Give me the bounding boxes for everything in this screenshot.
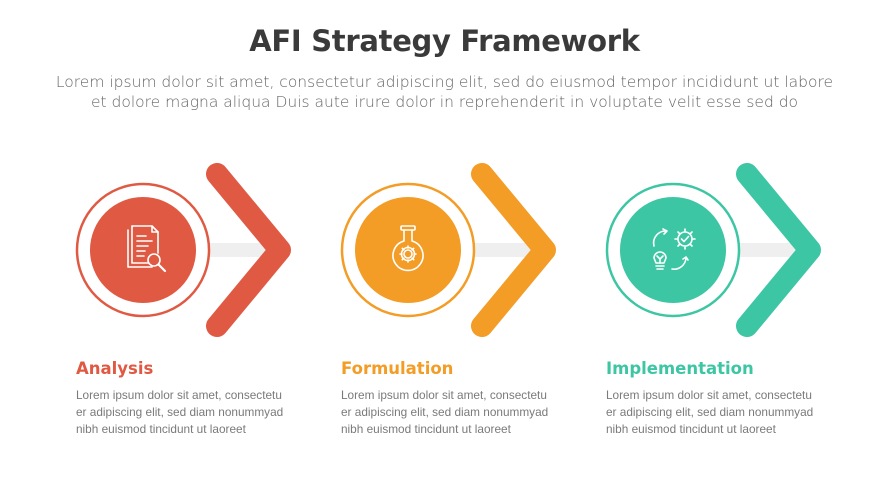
subtitle-line-1: Lorem ipsum dolor sit amet, consectetur …: [55, 73, 834, 91]
step-title-formulation: Formulation: [341, 359, 454, 378]
connector-bar: [455, 243, 550, 257]
step-description-formulation: Lorem ipsum dolor sit amet, consectetu e…: [341, 387, 561, 438]
chevron-right-icon: [736, 163, 821, 337]
desc-line: Lorem ipsum dolor sit amet, consectetu: [606, 388, 812, 402]
step-graphic-formulation: [340, 163, 556, 337]
desc-line: nibh euismod tincidunt ut laoreet: [341, 422, 511, 436]
idea-gear-cycle-icon: [652, 228, 696, 270]
chevron-right-icon: [471, 163, 556, 337]
step-title-implementation: Implementation: [606, 359, 754, 378]
desc-line: er adipiscing elit, sed diam nonummyad: [341, 405, 549, 419]
desc-line: Lorem ipsum dolor sit amet, consectetu: [341, 388, 547, 402]
page-title: AFI Strategy Framework: [249, 24, 640, 58]
step-graphic-implementation: [605, 163, 821, 337]
step-graphic-analysis: [75, 163, 291, 337]
desc-line: er adipiscing elit, sed diam nonummyad: [76, 405, 284, 419]
document-search-icon: [127, 225, 167, 273]
desc-line: nibh euismod tincidunt ut laoreet: [76, 422, 246, 436]
desc-line: er adipiscing elit, sed diam nonummyad: [606, 405, 814, 419]
subtitle-line-2: et dolore magna aliqua Duis aute irure d…: [90, 93, 799, 111]
step-description-analysis: Lorem ipsum dolor sit amet, consectetu e…: [76, 387, 296, 438]
connector-bar: [190, 243, 285, 257]
desc-line: Lorem ipsum dolor sit amet, consectetu: [76, 388, 282, 402]
connector-bar: [720, 243, 815, 257]
page-subtitle: Lorem ipsum dolor sit amet, consectetur …: [30, 72, 859, 112]
step-description-implementation: Lorem ipsum dolor sit amet, consectetu e…: [606, 387, 826, 438]
desc-line: nibh euismod tincidunt ut laoreet: [606, 422, 776, 436]
chevron-right-icon: [206, 163, 291, 337]
step-title-analysis: Analysis: [76, 359, 154, 378]
inner-circle: [620, 197, 726, 303]
inner-circle: [90, 197, 196, 303]
flask-gear-icon: [392, 225, 424, 272]
